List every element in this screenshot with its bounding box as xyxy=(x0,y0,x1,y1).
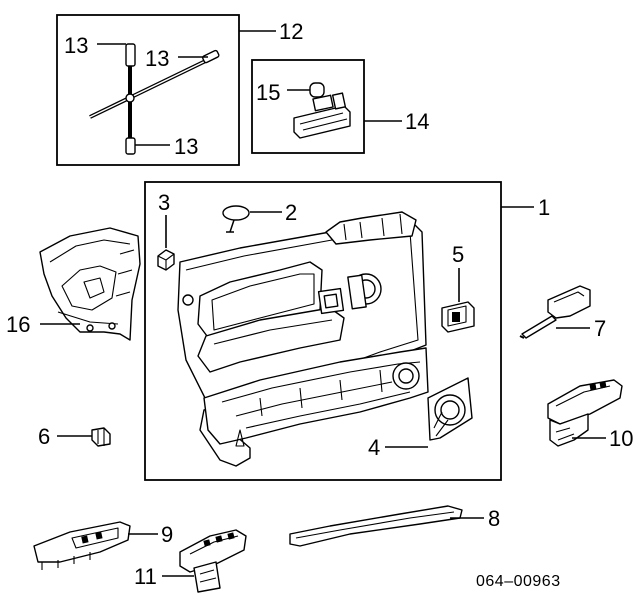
box-1-door-panel: 1 xyxy=(144,181,550,481)
callout-10: 10 xyxy=(609,426,633,451)
lamp-holder xyxy=(293,92,351,139)
callout-5: 5 xyxy=(452,242,464,267)
switch-5 xyxy=(441,301,475,333)
bulb-15 xyxy=(309,82,325,98)
clip-6 xyxy=(91,427,111,447)
nut-3 xyxy=(157,249,175,271)
speaker-grille-4 xyxy=(427,377,473,441)
box-14-frame xyxy=(251,59,365,154)
box-12-frame xyxy=(56,14,240,166)
trim-clip-2 xyxy=(222,205,250,233)
callout-4: 4 xyxy=(368,435,380,460)
callout-9: 9 xyxy=(161,522,173,547)
callout-13b: 13 xyxy=(145,46,169,71)
inner-panel-16 xyxy=(39,227,141,341)
callout-7: 7 xyxy=(594,316,606,341)
callout-13a: 13 xyxy=(64,33,88,58)
door-trim-panel xyxy=(177,211,429,467)
switch-pack-10 xyxy=(547,379,623,447)
diagram-code: 064–00963 xyxy=(476,573,561,590)
box-14-lamp-kit: 15 14 xyxy=(251,59,429,154)
diagonal-rod xyxy=(89,49,220,119)
callout-6: 6 xyxy=(38,424,50,449)
callout-12: 12 xyxy=(279,19,303,44)
callout-11: 11 xyxy=(134,564,157,589)
switch-unit-11 xyxy=(179,529,247,593)
box-12-rod-kit: 13 13 13 12 xyxy=(56,14,303,166)
trim-strip-8 xyxy=(289,505,463,547)
callout-16: 16 xyxy=(6,312,30,337)
callout-3: 3 xyxy=(158,190,170,215)
callout-14: 14 xyxy=(405,109,429,134)
switch-bezel-9 xyxy=(33,521,131,570)
callout-8: 8 xyxy=(488,506,500,531)
callout-13c: 13 xyxy=(174,134,198,159)
box-1-frame xyxy=(144,181,502,481)
bracket-7 xyxy=(519,285,591,339)
callout-1: 1 xyxy=(538,195,550,220)
callout-2: 2 xyxy=(285,200,297,225)
callout-15: 15 xyxy=(256,80,280,105)
